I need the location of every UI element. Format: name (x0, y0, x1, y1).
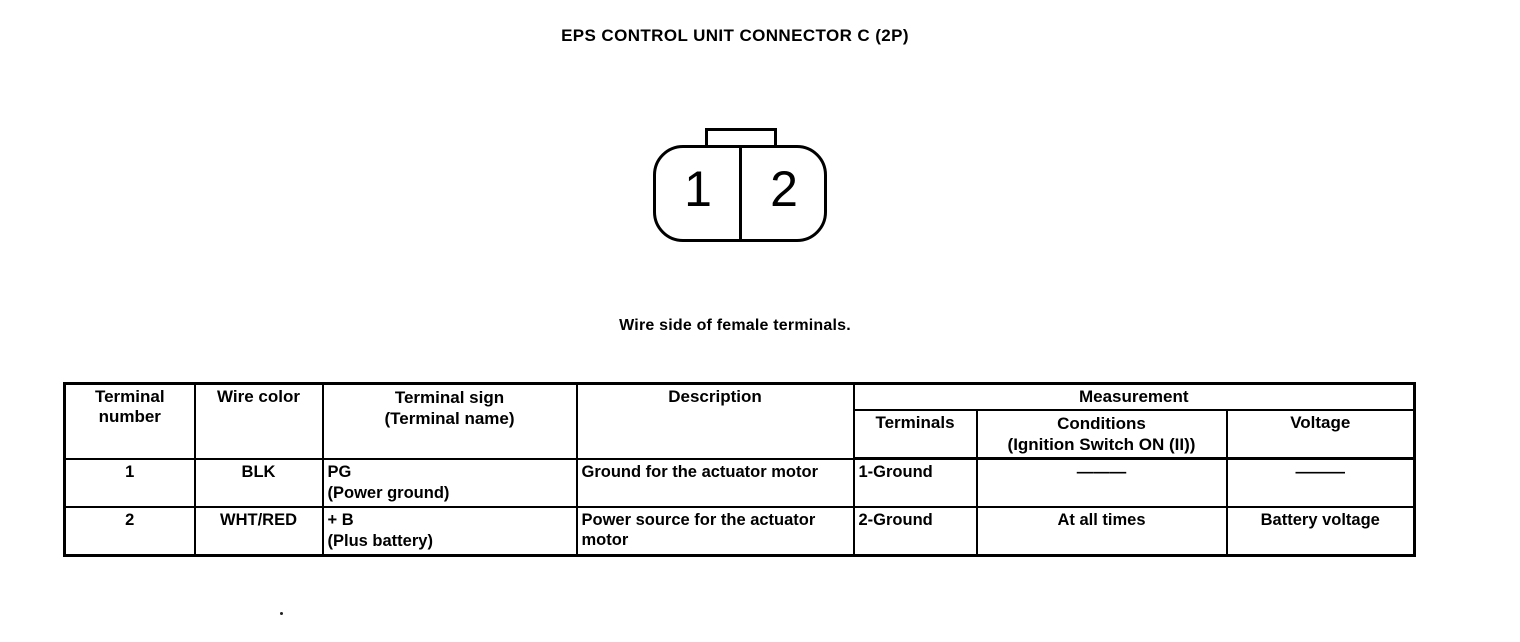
cell-terminals: 1-Ground (852, 457, 978, 508)
page-title: EPS CONTROL UNIT CONNECTOR C (2P) (561, 26, 909, 45)
cell-terminal-sign: PG (Power ground) (321, 457, 578, 508)
figure-caption: Wire side of female terminals. (619, 317, 851, 334)
cell-conditions: ——— (975, 457, 1228, 508)
terminal-name: (Plus battery) (327, 531, 433, 550)
table-row: 2 WHT/RED + B (Plus battery) Power sourc… (63, 505, 1416, 556)
col-header-terminal-sign: Terminal sign (Terminal name) (321, 382, 578, 460)
table-row: 1 BLK PG (Power ground) Ground for the a… (63, 457, 1416, 508)
cell-voltage: Battery voltage (1225, 505, 1416, 556)
col-header-measurement: Measurement (852, 382, 1416, 411)
connector-pin-2-label: 2 (770, 161, 798, 217)
connector-cavity-divider (739, 146, 742, 241)
col-header-conditions-line2: (Ignition Switch ON (II)) (1007, 435, 1196, 454)
col-header-voltage: Voltage (1225, 409, 1416, 460)
scan-artifact-dot (280, 612, 283, 615)
col-header-conditions: Conditions (Ignition Switch ON (II)) (975, 409, 1228, 460)
cell-voltage: ——— (1225, 457, 1416, 508)
col-header-conditions-line1: Conditions (1057, 414, 1146, 433)
cell-terminals: 2-Ground (852, 505, 978, 556)
terminal-name: (Power ground) (327, 483, 450, 502)
col-header-terminal-sign-line1: Terminal sign (394, 388, 505, 407)
cell-wire-color: WHT/RED (193, 505, 324, 556)
connector-pin-1-label: 1 (684, 161, 712, 217)
col-header-terminal-number: Terminal number (63, 382, 196, 460)
terminal-sign: PG (327, 462, 352, 481)
cell-terminal-number: 2 (63, 505, 196, 556)
cell-description: Power source for the actuator motor (575, 505, 855, 556)
terminal-table: Terminal number Wire color Terminal sign… (63, 382, 1417, 557)
cell-terminal-number: 1 (63, 457, 196, 508)
cell-conditions: At all times (975, 505, 1228, 556)
cell-wire-color: BLK (193, 457, 324, 508)
terminal-sign: + B (327, 510, 354, 529)
cell-terminal-sign: + B (Plus battery) (321, 505, 578, 556)
col-header-description: Description (575, 382, 855, 460)
col-header-terminal-sign-line2: (Terminal name) (384, 409, 515, 428)
col-header-terminals: Terminals (852, 409, 978, 460)
col-header-wire-color: Wire color (193, 382, 324, 460)
cell-description: Ground for the actuator motor (575, 457, 855, 508)
